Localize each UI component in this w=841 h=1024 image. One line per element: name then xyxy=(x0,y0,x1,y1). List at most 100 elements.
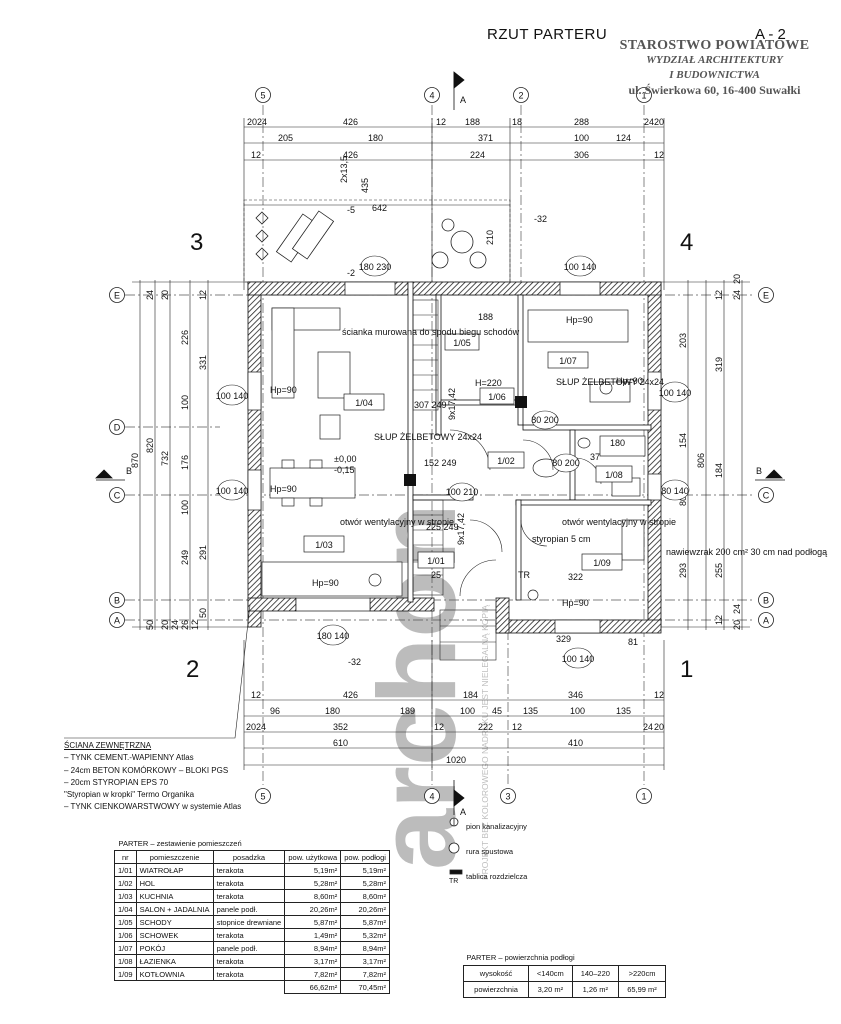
table-cell: 1/06 xyxy=(114,928,137,942)
drawing-title: RZUT PARTERU xyxy=(487,26,608,43)
exterior-walls xyxy=(247,281,662,634)
table-cell: KUCHNIA xyxy=(135,889,214,903)
svg-text:180: 180 xyxy=(368,133,383,143)
svg-text:319: 319 xyxy=(714,357,724,372)
svg-text:styropian 5 cm: styropian 5 cm xyxy=(532,534,591,544)
svg-text:210: 210 xyxy=(485,230,495,245)
section-markers: A A B B xyxy=(95,71,785,817)
room-108-label: 1/08 xyxy=(605,470,623,480)
table-cell: 3,17m² xyxy=(284,954,342,968)
floor-area-table: PARTER – powierzchnia podłogi wysokość <… xyxy=(462,950,666,998)
table-cell: 1/02 xyxy=(114,876,137,890)
room-103-label: 1/03 xyxy=(315,540,333,550)
table-cell: KOTŁOWNIA xyxy=(135,967,214,981)
legend: pion kanalizacyjny rura spustowa tablica… xyxy=(446,814,527,889)
svg-text:322: 322 xyxy=(568,572,583,582)
table-cell: terakota xyxy=(212,889,286,903)
switchboard-icon xyxy=(449,869,463,875)
table-row: 1/07 POKÓJ panele podł. 8,94m² 8,94m² xyxy=(114,941,390,955)
svg-text:610: 610 xyxy=(333,738,348,748)
svg-text:24: 24 xyxy=(256,722,266,732)
svg-text:5: 5 xyxy=(260,792,265,802)
svg-text:642: 642 xyxy=(372,203,387,213)
table-cell: 5,87m² xyxy=(284,915,342,929)
svg-text:100: 100 xyxy=(180,395,190,410)
svg-text:100 140: 100 140 xyxy=(564,262,597,272)
svg-text:12: 12 xyxy=(714,615,724,625)
table-cell: 1/01 xyxy=(114,863,137,877)
dining-table-icon xyxy=(269,467,356,499)
svg-text:Hp=90: Hp=90 xyxy=(616,376,643,386)
svg-text:20: 20 xyxy=(654,117,664,127)
table-row: 1/02 HOL terakota 5,28m² 5,28m² xyxy=(114,876,390,890)
table-cell: stopnice drewniane xyxy=(212,915,286,929)
svg-text:224: 224 xyxy=(470,150,485,160)
svg-text:249: 249 xyxy=(180,550,190,565)
svg-text:E: E xyxy=(763,291,769,301)
svg-text:-32: -32 xyxy=(348,657,361,667)
table-cell: terakota xyxy=(212,967,286,981)
svg-text:100: 100 xyxy=(570,706,585,716)
svg-text:1020: 1020 xyxy=(446,755,466,765)
svg-text:80: 80 xyxy=(678,496,688,506)
svg-text:50: 50 xyxy=(145,620,155,630)
table-header: nr xyxy=(114,850,137,864)
svg-text:100 140: 100 140 xyxy=(562,654,595,664)
svg-text:255: 255 xyxy=(714,563,724,578)
svg-text:B: B xyxy=(763,596,769,606)
washbasin-icon xyxy=(577,437,591,449)
svg-text:A: A xyxy=(460,95,466,105)
svg-text:2: 2 xyxy=(518,91,523,101)
dimension-texts-left: 870 820 732 226 100 176 100 249 331 291 … xyxy=(130,290,208,630)
svg-text:-0,15: -0,15 xyxy=(334,465,355,475)
svg-text:24: 24 xyxy=(732,290,742,300)
dimension-lines-right xyxy=(660,280,750,630)
svg-text:4: 4 xyxy=(429,91,434,101)
table-cell: >220cm xyxy=(618,965,666,982)
wall-spec-leader xyxy=(64,604,251,739)
boiler-room-fixtures xyxy=(527,519,645,601)
svg-text:184: 184 xyxy=(463,690,478,700)
svg-text:100: 100 xyxy=(180,500,190,515)
svg-text:12: 12 xyxy=(434,722,444,732)
wall-specification: ŚCIANA ZEWNĘTRZNA – TYNK CEMENT.-WAPIENN… xyxy=(64,740,241,814)
bathtub-icon xyxy=(599,435,646,457)
svg-text:SŁUP ŻELBETOWY 24x24: SŁUP ŻELBETOWY 24x24 xyxy=(556,377,664,387)
svg-text:18: 18 xyxy=(512,117,522,127)
svg-text:-2: -2 xyxy=(347,268,355,278)
table-row: 1/05 SCHODY stopnice drewniane 5,87m² 5,… xyxy=(114,915,390,929)
svg-text:222: 222 xyxy=(478,722,493,732)
svg-text:870: 870 xyxy=(130,453,140,468)
bed-icon xyxy=(527,309,629,343)
svg-text:A: A xyxy=(763,616,769,626)
table-cell: 5,32m² xyxy=(340,928,390,942)
svg-text:732: 732 xyxy=(160,451,170,466)
plant-icon xyxy=(255,211,269,261)
table-cell: 5,28m² xyxy=(340,876,390,890)
svg-text:2: 2 xyxy=(186,656,199,683)
coffee-table-icon xyxy=(317,351,351,399)
svg-text:100 140: 100 140 xyxy=(216,486,249,496)
garden-table-icon xyxy=(431,218,487,269)
svg-text:426: 426 xyxy=(343,690,358,700)
table-header: posadzka xyxy=(212,850,286,864)
svg-text:12: 12 xyxy=(512,722,522,732)
living-room-furniture xyxy=(261,307,403,597)
svg-text:24: 24 xyxy=(644,117,654,127)
room-labels: 1/04 1/03 1/05 1/06 1/02 1/01 1/07 1/08 … xyxy=(303,333,633,571)
wall-spec-item: – TYNK CEMENT.-WAPIENNY Atlas xyxy=(64,753,194,763)
approval-stamp: STAROSTWO POWIATOWE WYDZIAŁ ARCHITEKTURY… xyxy=(612,38,817,98)
table-cell: 65,99 m² xyxy=(618,981,666,998)
svg-text:9x17,42: 9x17,42 xyxy=(447,388,457,420)
svg-text:100: 100 xyxy=(574,133,589,143)
svg-text:D: D xyxy=(114,423,121,433)
svg-text:806: 806 xyxy=(696,453,706,468)
table-cell: ŁAZIENKA xyxy=(135,954,214,968)
legend-pion: pion kanalizacyjny xyxy=(466,822,527,831)
svg-text:180: 180 xyxy=(325,706,340,716)
area-table-caption: PARTER – powierzchnia podłogi xyxy=(466,953,575,962)
entrance-steps xyxy=(439,609,497,661)
svg-text:410: 410 xyxy=(568,738,583,748)
svg-text:1: 1 xyxy=(641,91,646,101)
svg-text:176: 176 xyxy=(180,455,190,470)
